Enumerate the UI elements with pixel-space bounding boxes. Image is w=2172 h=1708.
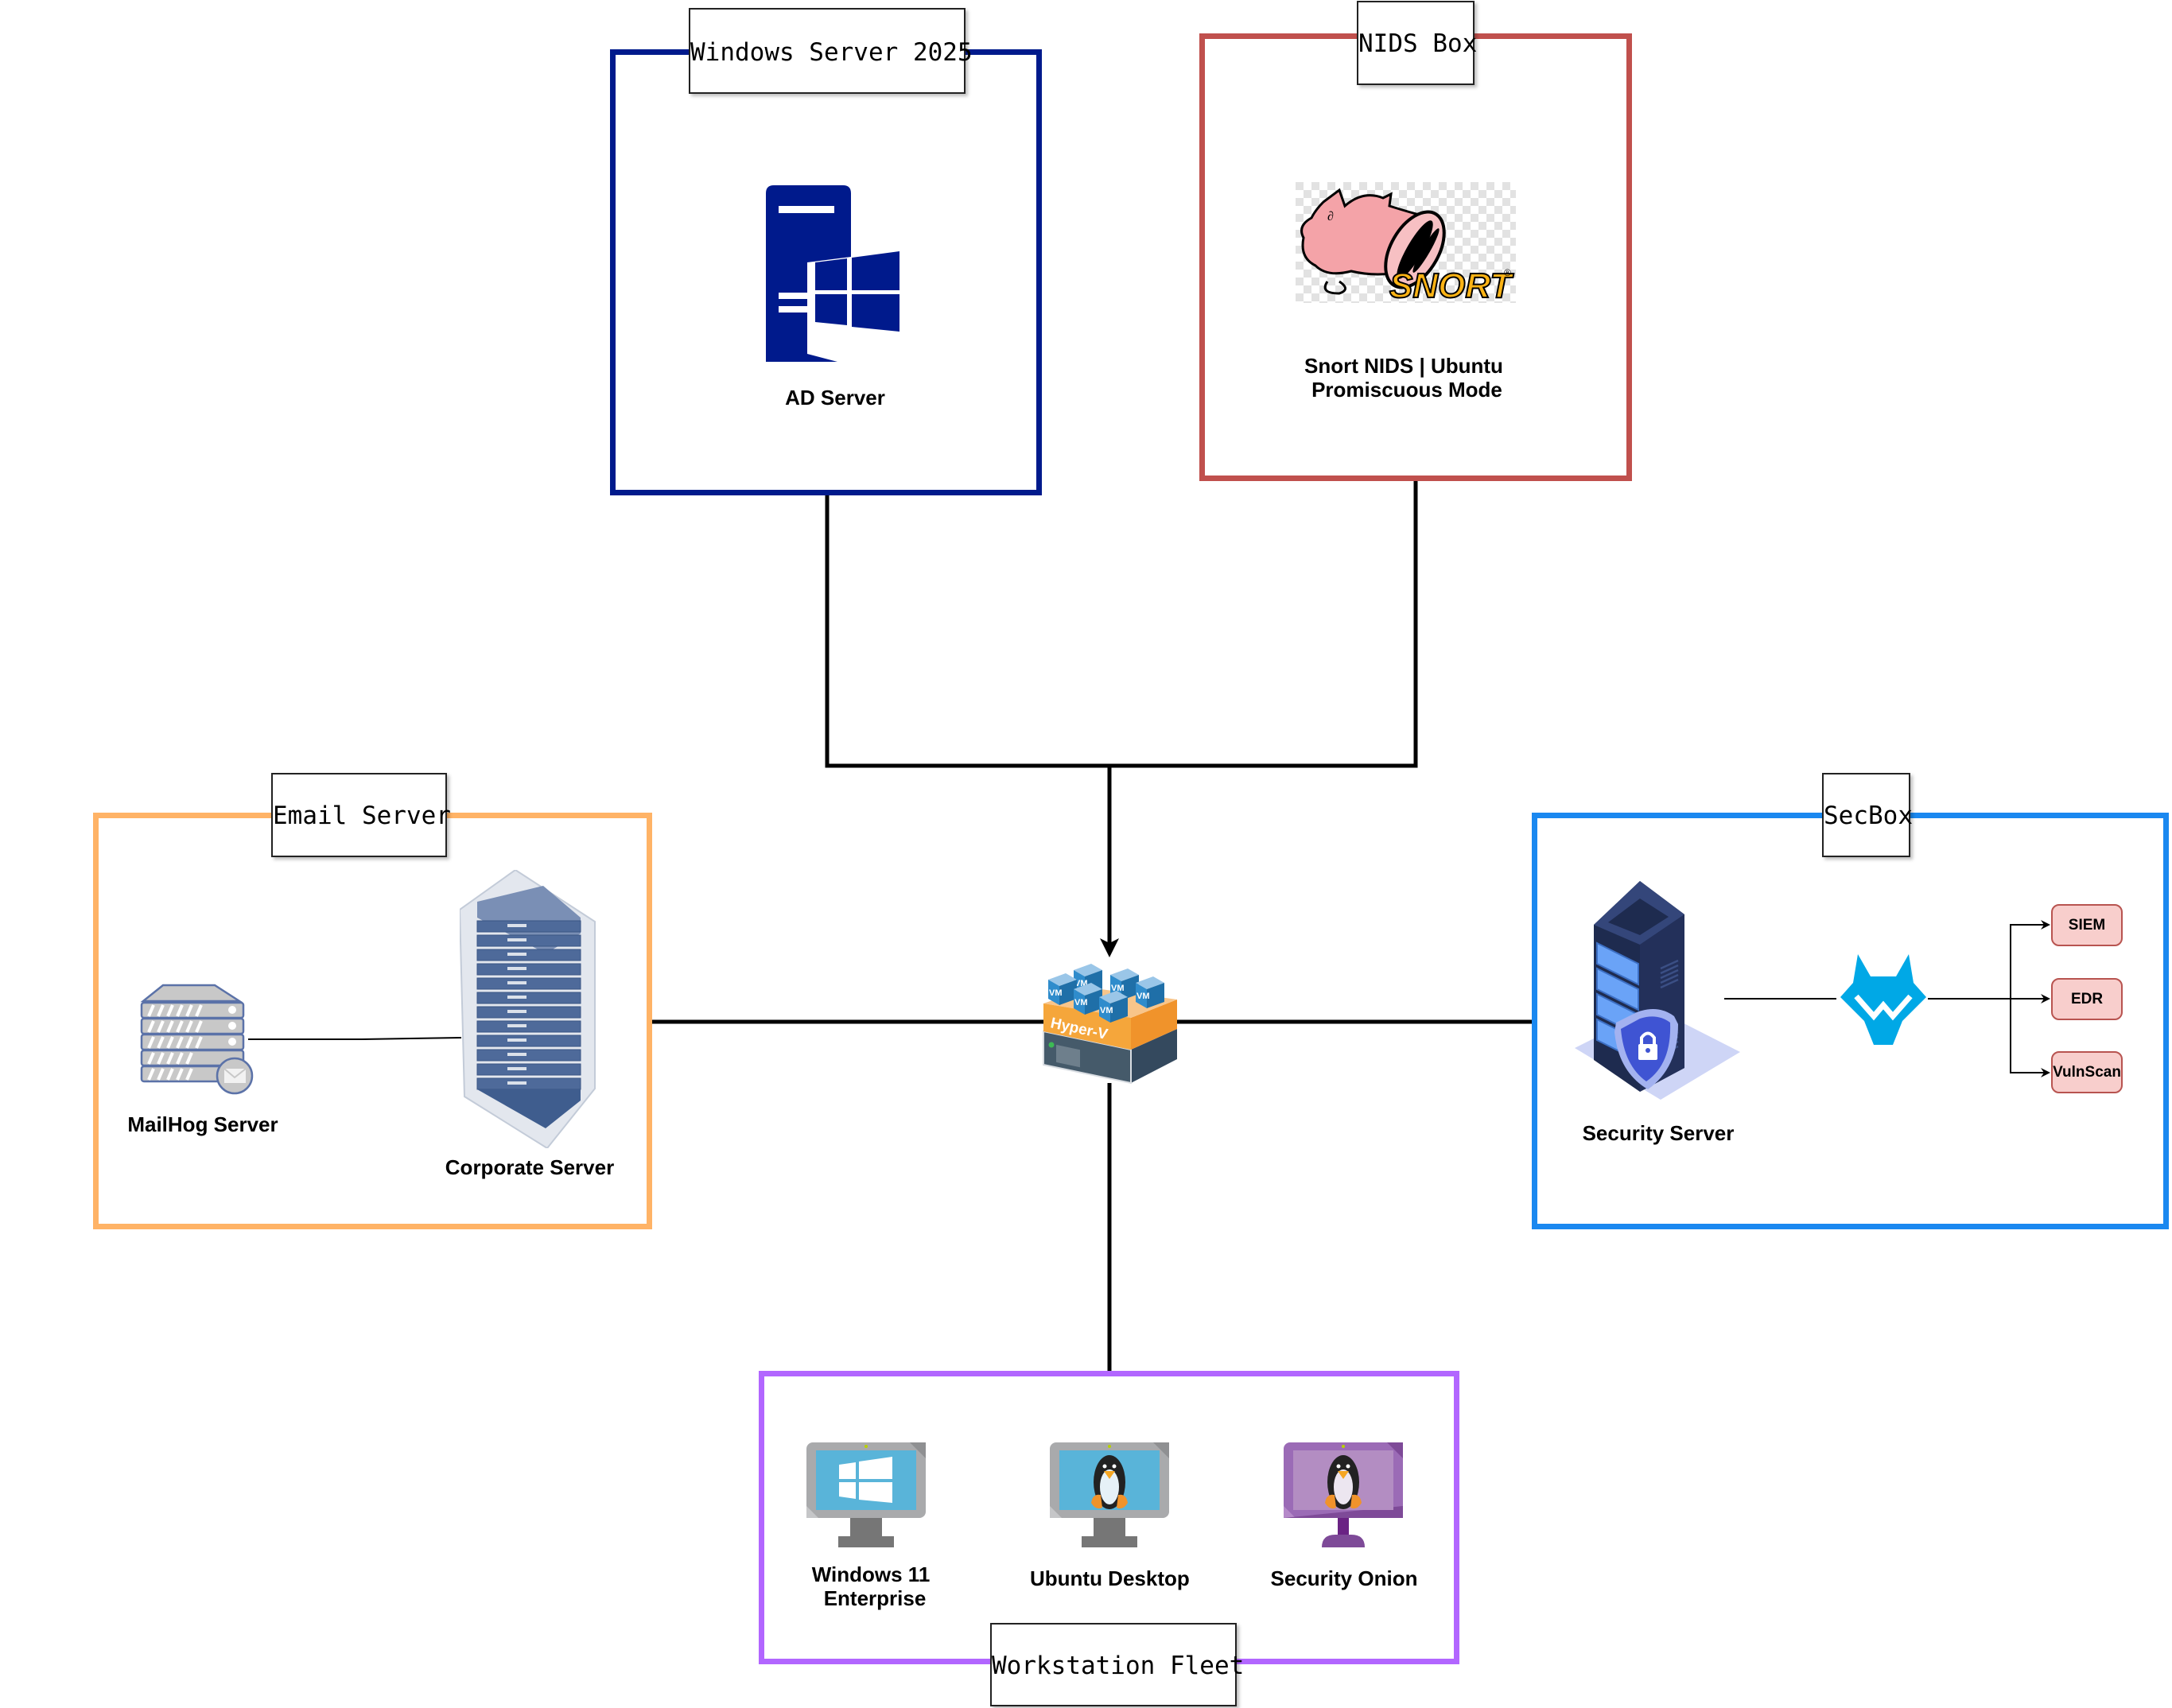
mail-server-icon xyxy=(140,984,254,1095)
connector-branch-siem xyxy=(2010,920,2050,999)
windows-server-icon xyxy=(766,185,899,362)
snort-wordmark: SNORT xyxy=(1389,266,1513,303)
connector-mailhog-to-corporate xyxy=(248,1037,462,1040)
penguin-icon xyxy=(1091,1455,1128,1509)
snort-logo-icon: ∂ SNORT ® xyxy=(1296,182,1516,303)
vm-cube-icon: VM xyxy=(1048,973,1077,1005)
svg-text:VM: VM xyxy=(1137,992,1150,1001)
group-title-nids-box: NIDS Box xyxy=(1357,1,1477,85)
group-title-email-server: Email Server xyxy=(271,773,451,857)
connector-branch-vulnscan xyxy=(2010,999,2050,1077)
group-title-secbox: SecBox xyxy=(1822,773,1913,857)
service-edr[interactable]: EDR xyxy=(2051,978,2123,1020)
service-siem[interactable]: SIEM xyxy=(2051,904,2123,946)
node-label-snort-line1: Snort NIDS | Ubuntu xyxy=(1304,354,1503,378)
vm-cube-icon: VM xyxy=(1099,991,1128,1023)
node-label-snort-line2: Promiscuous Mode xyxy=(1311,378,1502,402)
svg-text:®: ® xyxy=(1504,267,1511,278)
group-title-windows-server: Windows Server 2025 xyxy=(689,8,973,94)
svg-text:VM: VM xyxy=(1100,1006,1113,1015)
connector-nids-to-junction xyxy=(1109,481,1418,768)
node-label-corporate-server: Corporate Server xyxy=(445,1155,615,1179)
hyper-v-host-icon[interactable]: Hyper-V VM VM VM VM VM VM xyxy=(1042,956,1179,1085)
group-title-workstation-fleet: Workstation Fleet xyxy=(990,1623,1244,1706)
secure-server-icon xyxy=(1575,881,1740,1100)
vm-cube-icon: VM xyxy=(1110,969,1139,1000)
svg-text:∂: ∂ xyxy=(1327,210,1334,223)
node-label-ad-server: AD Server xyxy=(785,386,885,410)
vm-cube-icon: VM xyxy=(1136,976,1164,1008)
service-vulnscan[interactable]: VulnScan xyxy=(2051,1051,2123,1093)
wazuh-wolf-icon xyxy=(1840,954,1926,1045)
node-label-ubuntu-desktop: Ubuntu Desktop xyxy=(1030,1566,1190,1590)
svg-text:VM: VM xyxy=(1049,988,1063,998)
node-label-mailhog: MailHog Server xyxy=(127,1112,278,1136)
linux-desktop-icon xyxy=(1050,1442,1169,1547)
penguin-icon xyxy=(1325,1455,1362,1509)
server-rack-icon xyxy=(460,870,596,1148)
node-label-security-onion: Security Onion xyxy=(1270,1566,1418,1590)
windows-desktop-icon xyxy=(806,1442,926,1547)
vm-cube-icon: VM xyxy=(1074,983,1102,1015)
node-label-windows11-line2: Enterprise xyxy=(823,1586,927,1610)
node-label-windows11-line1: Windows 11 xyxy=(811,1562,931,1586)
connector-windows-to-junction xyxy=(825,495,1109,768)
svg-text:VM: VM xyxy=(1111,984,1125,993)
svg-text:VM: VM xyxy=(1074,998,1088,1007)
node-label-security-server: Security Server xyxy=(1582,1121,1735,1145)
arrowhead-hyperv xyxy=(1100,938,1119,957)
security-onion-desktop-icon xyxy=(1284,1442,1403,1547)
